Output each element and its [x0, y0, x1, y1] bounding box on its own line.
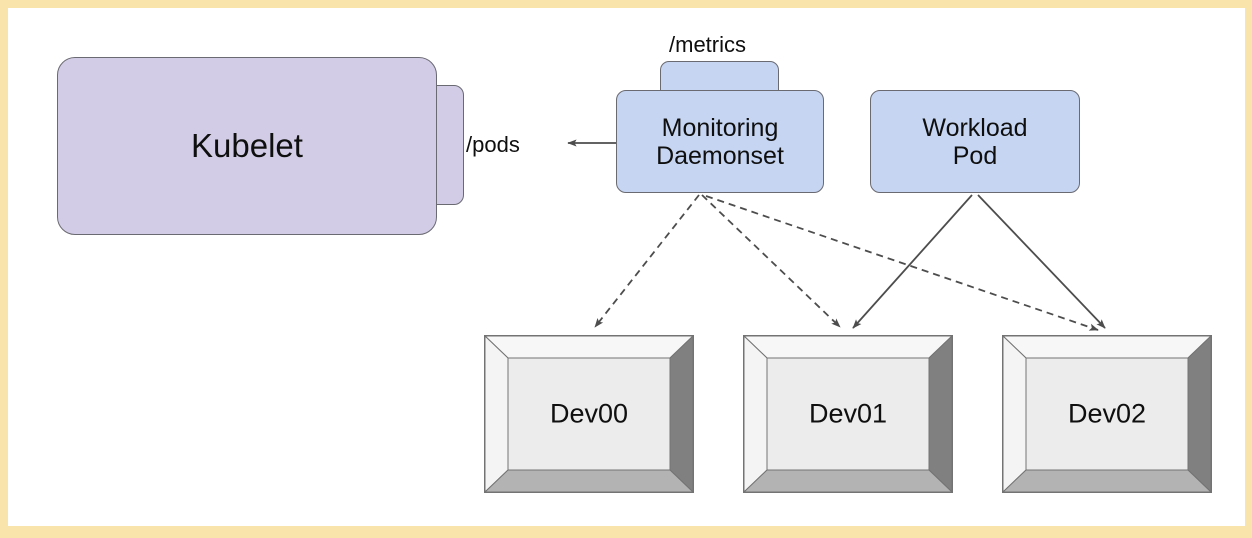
edge-workload-to-dev01 — [852, 194, 973, 329]
node-device-dev02[interactable]: Dev02 — [1002, 335, 1212, 493]
device-bevel — [1002, 335, 1212, 493]
device-label: Dev01 — [808, 398, 888, 429]
edge-layer — [567, 139, 1106, 331]
node-device-dev01[interactable]: Dev01 — [743, 335, 953, 493]
kubelet-label: Kubelet — [191, 126, 303, 164]
edge-monitoring-to-dev01 — [701, 194, 841, 328]
edge-label-pods: /pods — [466, 132, 520, 157]
edge-workload-to-dev02 — [977, 194, 1106, 329]
device-bevel — [484, 335, 694, 493]
node-kubelet[interactable]: Kubelet — [57, 57, 437, 235]
node-monitoring-daemonset[interactable]: Monitoring Daemonset — [616, 90, 824, 193]
diagram-sheet: Kubelet Monitoring Daemonset Workload Po… — [8, 8, 1245, 526]
node-workload-pod[interactable]: Workload Pod — [870, 90, 1080, 193]
diagram-stage: Kubelet Monitoring Daemonset Workload Po… — [8, 8, 1245, 526]
node-device-dev00[interactable]: Dev00 — [484, 335, 694, 493]
device-label: Dev02 — [1067, 398, 1147, 429]
edge-monitoring-to-dev02 — [705, 195, 1099, 331]
edge-label-metrics: /metrics — [669, 32, 746, 57]
device-label: Dev00 — [549, 398, 629, 429]
workload-pod-label: Workload Pod — [922, 113, 1028, 170]
monitoring-daemonset-label: Monitoring Daemonset — [656, 113, 784, 170]
device-bevel — [743, 335, 953, 493]
edge-monitoring-to-dev00 — [594, 194, 700, 328]
